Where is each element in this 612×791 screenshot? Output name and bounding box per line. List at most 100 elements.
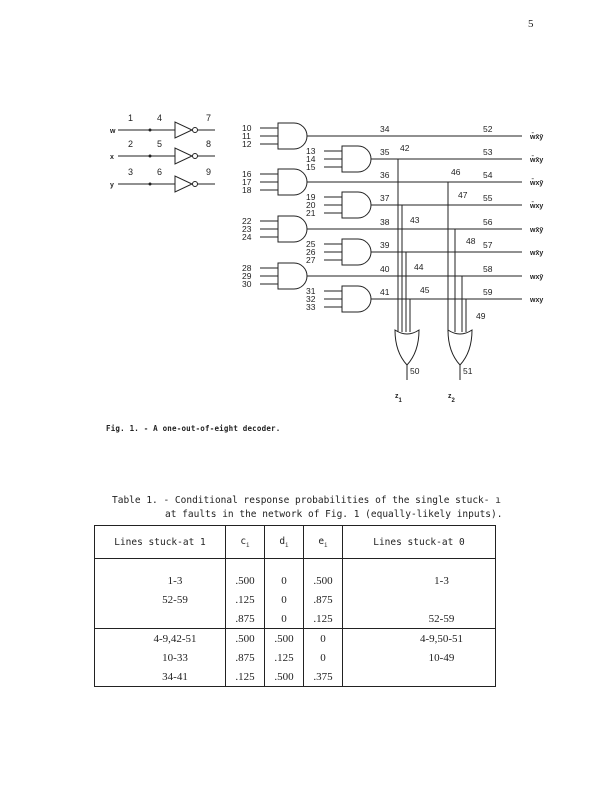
- wire-label: 2: [128, 139, 133, 149]
- wire-label: 7: [206, 113, 211, 123]
- or-gate: [394, 329, 420, 366]
- wire-label: 54: [483, 170, 493, 180]
- stuck-at-1-cell: 1-3: [94, 558, 226, 590]
- and-gate: [341, 285, 372, 313]
- e-value-cell: 0: [303, 628, 343, 648]
- wire-label: 41: [380, 287, 390, 297]
- wire-label: 32: [306, 294, 316, 304]
- probability-table: Lines stuck-at 1 ci di ei Lines stuck-at…: [94, 525, 496, 687]
- inverter-bubble: [192, 153, 198, 159]
- stuck-at-0-cell: [342, 667, 496, 687]
- wire-label: 3: [128, 167, 133, 177]
- table-header-row: Lines stuck-at 1 ci di ei Lines stuck-at…: [94, 525, 496, 559]
- c-value-cell: .125: [225, 590, 265, 609]
- wire-label: 44: [414, 262, 424, 272]
- wire-label: 5: [157, 139, 162, 149]
- inverter-gate: [174, 121, 194, 139]
- and-gate: [341, 145, 372, 173]
- junction-dot: [148, 128, 152, 132]
- wire-label: 49: [476, 311, 486, 321]
- wire-label: 55: [483, 193, 493, 203]
- inverter-gate: [174, 175, 194, 193]
- wire-label: 21: [306, 208, 316, 218]
- wire-label: 53: [483, 147, 493, 157]
- wire-label: 27: [306, 255, 316, 265]
- inverter-bubble: [192, 127, 198, 133]
- figure-caption: Fig. 1. - A one-out-of-eight decoder.: [106, 424, 281, 433]
- stuck-at-0-cell: 10-49: [342, 648, 496, 667]
- c-value-cell: .500: [225, 628, 265, 648]
- wire-label: 26: [306, 247, 316, 257]
- junction-dot: [148, 182, 152, 186]
- d-value-cell: .500: [264, 667, 304, 687]
- wire-label: 47: [458, 190, 468, 200]
- e-value-cell: .500: [303, 558, 343, 590]
- d-value-cell: 0: [264, 609, 304, 629]
- stuck-at-1-cell: 34-41: [94, 667, 226, 687]
- wire-label: 1: [128, 113, 133, 123]
- header-stuck-at-0: Lines stuck-at 0: [342, 525, 496, 559]
- wire-label: 12: [242, 139, 252, 149]
- wire-label: 8: [206, 139, 211, 149]
- minterm-label: wx̄y: [529, 249, 543, 257]
- wire-label: 9: [206, 167, 211, 177]
- wire-label: 10: [242, 123, 252, 133]
- table-caption-line1: Table 1. - Conditional response probabil…: [112, 495, 501, 506]
- wire-label: 48: [466, 236, 476, 246]
- header-c: ci: [225, 525, 265, 559]
- minterm-label: w̄xy: [529, 201, 543, 210]
- d-value-cell: 0: [264, 590, 304, 609]
- wire-label: 16: [242, 169, 252, 179]
- wire-label: 39: [380, 240, 390, 250]
- wire-label: 45: [420, 285, 430, 295]
- d-value-cell: 0: [264, 558, 304, 590]
- wire-label: 33: [306, 302, 316, 312]
- output-z1-label: z1: [395, 393, 403, 404]
- wire-label: 20: [306, 200, 316, 210]
- and-gate: [277, 215, 308, 243]
- wire-label: 17: [242, 177, 252, 187]
- page-number: 5: [528, 18, 534, 30]
- stuck-at-0-cell: 52-59: [342, 609, 496, 629]
- minterm-label: wxȳ: [529, 274, 543, 281]
- and-gate: [341, 238, 372, 266]
- wire-label: 37: [380, 193, 390, 203]
- or-gate: [447, 329, 473, 366]
- e-value-cell: .375: [303, 667, 343, 687]
- wire-label: 57: [483, 240, 493, 250]
- input-y-label: y: [110, 182, 114, 189]
- c-value-cell: .875: [225, 648, 265, 667]
- stuck-at-0-cell: 1-3: [342, 558, 496, 590]
- inverter-bubble: [192, 181, 198, 187]
- wire-label: 24: [242, 232, 252, 242]
- wire-label: 15: [306, 162, 316, 172]
- wire-label: 38: [380, 217, 390, 227]
- stuck-at-0-cell: 4-9,50-51: [342, 628, 496, 648]
- minterm-label: wxy: [529, 297, 543, 304]
- wire-label: 40: [380, 264, 390, 274]
- wire-label: 58: [483, 264, 493, 274]
- c-value-cell: .875: [225, 609, 265, 629]
- wire-label: 11: [242, 131, 251, 141]
- table-caption: Table 1. - Conditional response probabil…: [112, 494, 552, 522]
- output-z2-label: z2: [448, 393, 456, 404]
- wire-label: 36: [380, 170, 390, 180]
- wire-label: 43: [410, 215, 420, 225]
- stuck-at-0-cell: [342, 590, 496, 609]
- wire-label: 6: [157, 167, 162, 177]
- wire-label: 14: [306, 154, 316, 164]
- stuck-at-1-cell: 52-59: [94, 590, 226, 609]
- d-value-cell: .500: [264, 628, 304, 648]
- e-value-cell: .125: [303, 609, 343, 629]
- stuck-at-1-cell: [94, 609, 226, 629]
- stuck-at-1-cell: 10-33: [94, 648, 226, 667]
- input-x-label: x: [110, 154, 114, 161]
- wire-label: 56: [483, 217, 493, 227]
- e-value-cell: .875: [303, 590, 343, 609]
- wire-label: 42: [400, 143, 410, 153]
- wire-label: 18: [242, 185, 252, 195]
